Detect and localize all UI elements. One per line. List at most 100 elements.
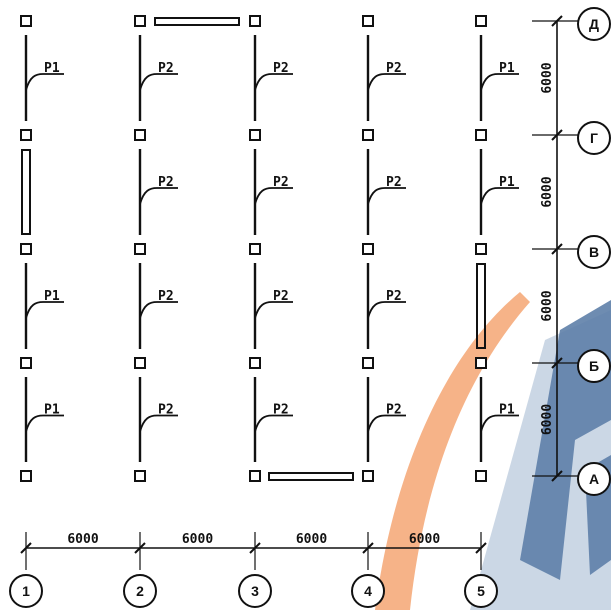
- column-square: [475, 243, 487, 255]
- column-square: [20, 243, 32, 255]
- beam-label: P2: [273, 61, 289, 76]
- column-square: [249, 15, 261, 27]
- dimension-tick: [475, 542, 487, 554]
- column-square: [362, 357, 374, 369]
- beam-label: P2: [273, 289, 289, 304]
- column-square: [362, 470, 374, 482]
- beam-label: P1: [44, 61, 60, 76]
- beam-leader: [367, 73, 406, 91]
- axis-label: 5: [477, 583, 485, 599]
- beam-label: P1: [44, 289, 60, 304]
- axis-bubble: [351, 574, 385, 608]
- beam-label: P2: [158, 289, 174, 304]
- beam-leader: [254, 414, 293, 432]
- axis-bubble: [238, 574, 272, 608]
- column-square: [362, 15, 374, 27]
- axis-label: Г: [590, 130, 598, 146]
- watermark-logo: [375, 292, 611, 610]
- dimension-tick: [362, 542, 374, 554]
- column-square: [475, 15, 487, 27]
- column-square: [134, 470, 146, 482]
- beam-leader: [25, 73, 64, 91]
- beam-label: P1: [499, 175, 515, 190]
- beam-leader: [25, 301, 64, 319]
- axis-bubble: [577, 349, 611, 383]
- beam-leader: [254, 73, 293, 91]
- column-square: [134, 357, 146, 369]
- dimension-tick: [20, 542, 32, 554]
- wall-panel: [476, 263, 486, 349]
- span-label: 6000: [540, 404, 555, 435]
- column-square: [134, 129, 146, 141]
- dimension-tick: [551, 15, 563, 27]
- beam-label: P2: [158, 175, 174, 190]
- beam-label: P1: [499, 403, 515, 418]
- dimension-tick: [551, 129, 563, 141]
- column-square: [475, 470, 487, 482]
- beam-leader: [139, 414, 178, 432]
- column-square: [249, 470, 261, 482]
- beam-leader: [254, 187, 293, 205]
- beam-leader: [367, 414, 406, 432]
- column-square: [362, 243, 374, 255]
- beam-leader: [139, 301, 178, 319]
- beam-leader: [25, 414, 64, 432]
- beam-label: P2: [386, 289, 402, 304]
- beam-label: P2: [386, 175, 402, 190]
- axis-label: А: [589, 471, 599, 487]
- beam-leader: [480, 73, 519, 91]
- column-square: [249, 357, 261, 369]
- dimension-tick: [551, 243, 563, 255]
- beam-label: P1: [44, 403, 60, 418]
- span-label: 6000: [540, 290, 555, 321]
- column-square: [20, 129, 32, 141]
- axis-bubble: [464, 574, 498, 608]
- span-label: 6000: [409, 532, 440, 547]
- panel-bottom: [268, 472, 354, 481]
- beam-label: P2: [386, 61, 402, 76]
- axis-label: Б: [589, 358, 599, 374]
- beam-label: P2: [386, 403, 402, 418]
- wall-panel: [21, 149, 31, 235]
- columns-layer: [20, 15, 487, 482]
- span-label: 6000: [540, 62, 555, 93]
- column-square: [475, 357, 487, 369]
- axis-bubble: [577, 121, 611, 155]
- beam-leader: [367, 301, 406, 319]
- column-square: [362, 129, 374, 141]
- axis-label: 4: [364, 583, 372, 599]
- panel-top: [154, 17, 240, 26]
- beam-leader: [139, 73, 178, 91]
- dimension-tick: [551, 470, 563, 482]
- axis-label: Д: [589, 16, 599, 32]
- axis-bubble: [577, 462, 611, 496]
- axis-label: В: [589, 244, 599, 260]
- beam-label: P2: [158, 61, 174, 76]
- beam-leader: [480, 414, 519, 432]
- dimension-tick: [134, 542, 146, 554]
- dimension-tick: [249, 542, 261, 554]
- span-label: 6000: [67, 532, 98, 547]
- beam-label: P2: [158, 403, 174, 418]
- column-square: [134, 243, 146, 255]
- axis-bubble: [577, 7, 611, 41]
- axis-label: 3: [251, 583, 259, 599]
- axis-label: 1: [22, 583, 30, 599]
- beam-leader: [367, 187, 406, 205]
- column-square: [249, 243, 261, 255]
- column-square: [134, 15, 146, 27]
- span-label: 6000: [182, 532, 213, 547]
- axis-bubble: [577, 235, 611, 269]
- column-square: [20, 357, 32, 369]
- column-square: [20, 470, 32, 482]
- beam-label: P1: [499, 61, 515, 76]
- panels-layer: [21, 17, 486, 481]
- axis-label: 2: [136, 583, 144, 599]
- axis-bubble: [123, 574, 157, 608]
- beam-leader: [139, 187, 178, 205]
- dimension-tick: [551, 357, 563, 369]
- beam-leader: [254, 301, 293, 319]
